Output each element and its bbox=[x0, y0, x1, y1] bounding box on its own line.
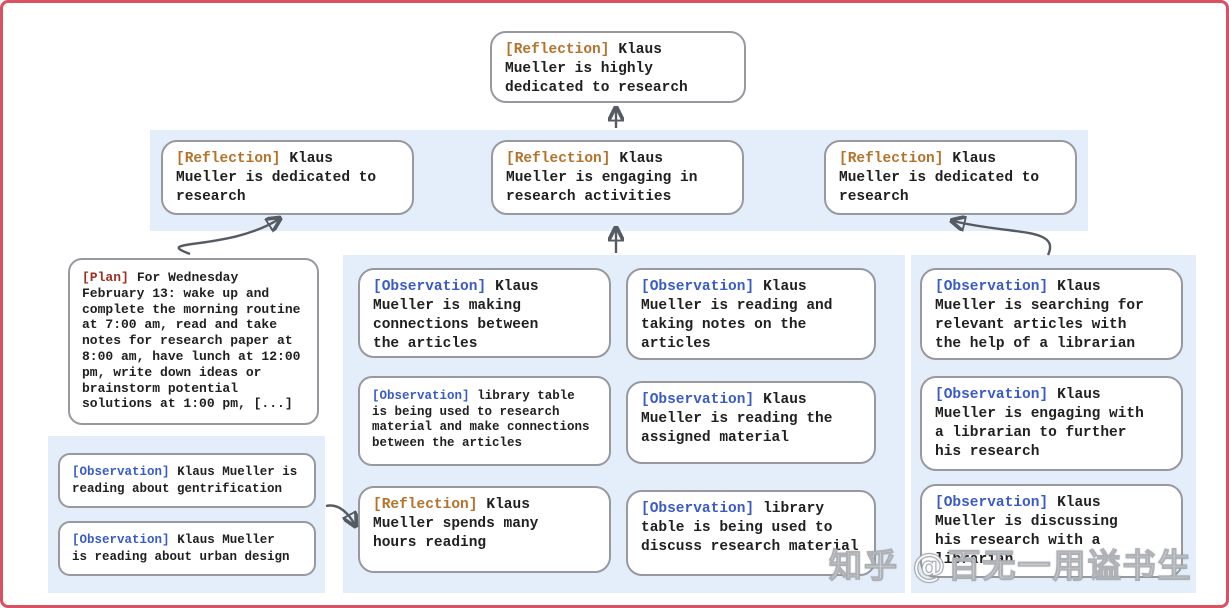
node-text: Klaus Mueller is highly dedicated to res… bbox=[505, 42, 688, 96]
node-reflection-right: [Reflection]Klaus Mueller is dedicated t… bbox=[824, 140, 1077, 215]
reflection-label: [Reflection] bbox=[373, 497, 478, 513]
node-observation-library-table-research: [Observation]library table is being used… bbox=[358, 376, 611, 466]
reflection-label: [Reflection] bbox=[839, 151, 944, 167]
reflection-label: [Reflection] bbox=[176, 151, 281, 167]
reflection-label: [Reflection] bbox=[506, 151, 611, 167]
node-root-reflection: [Reflection]Klaus Mueller is highly dedi… bbox=[490, 31, 746, 103]
observation-label: [Observation] bbox=[72, 465, 170, 479]
observation-label: [Observation] bbox=[372, 389, 470, 403]
observation-label: [Observation] bbox=[373, 279, 487, 295]
node-reflection-left: [Reflection]Klaus Mueller is dedicated t… bbox=[161, 140, 414, 215]
node-observation-searching-articles: [Observation]Klaus Mueller is searching … bbox=[920, 268, 1183, 360]
node-text: Klaus Mueller is engaging in research ac… bbox=[506, 151, 698, 205]
node-text: library table is being used to discuss r… bbox=[641, 501, 859, 555]
observation-label: [Observation] bbox=[641, 392, 755, 408]
node-text: Klaus Mueller is reading and taking note… bbox=[641, 279, 833, 352]
node-observation-gentrification: [Observation]Klaus Mueller is reading ab… bbox=[58, 453, 316, 508]
node-observation-connections: [Observation]Klaus Mueller is making con… bbox=[358, 268, 611, 358]
watermark: 知乎 @百无一用谥书生 bbox=[828, 545, 1193, 585]
node-observation-library-table-discuss: [Observation]library table is being used… bbox=[626, 490, 876, 576]
node-plan: [Plan]For Wednesday February 13: wake up… bbox=[68, 258, 319, 425]
observation-label: [Observation] bbox=[935, 495, 1049, 511]
node-text: library table is being used to research … bbox=[372, 389, 590, 450]
node-text: Klaus Mueller is reading the assigned ma… bbox=[641, 392, 833, 446]
observation-label: [Observation] bbox=[641, 279, 755, 295]
node-text: Klaus Mueller is discussing his research… bbox=[935, 495, 1118, 568]
node-reflection-hours-reading: [Reflection]Klaus Mueller spends many ho… bbox=[358, 486, 611, 573]
node-observation-urban-design: [Observation]Klaus Mueller is reading ab… bbox=[58, 521, 316, 576]
observation-label: [Observation] bbox=[72, 533, 170, 547]
node-text: Klaus Mueller is reading about urban des… bbox=[72, 533, 290, 564]
node-observation-engaging-librarian: [Observation]Klaus Mueller is engaging w… bbox=[920, 376, 1183, 471]
node-text: Klaus Mueller is searching for relevant … bbox=[935, 279, 1144, 352]
node-text: For Wednesday February 13: wake up and c… bbox=[82, 270, 301, 412]
node-observation-discussing-research: [Observation]Klaus Mueller is discussing… bbox=[920, 484, 1183, 578]
node-text: Klaus Mueller is engaging with a librari… bbox=[935, 387, 1144, 460]
observation-label: [Observation] bbox=[935, 387, 1049, 403]
node-text: Klaus Mueller is making connections betw… bbox=[373, 279, 539, 352]
node-text: Klaus Mueller is dedicated to research bbox=[176, 151, 377, 205]
plan-label: [Plan] bbox=[82, 270, 129, 285]
node-text: Klaus Mueller is reading about gentrific… bbox=[72, 465, 298, 496]
node-text: Klaus Mueller is dedicated to research bbox=[839, 151, 1040, 205]
observation-label: [Observation] bbox=[641, 501, 755, 517]
node-observation-assigned-material: [Observation]Klaus Mueller is reading th… bbox=[626, 381, 876, 464]
observation-label: [Observation] bbox=[935, 279, 1049, 295]
node-observation-taking-notes: [Observation]Klaus Mueller is reading an… bbox=[626, 268, 876, 360]
node-reflection-middle: [Reflection]Klaus Mueller is engaging in… bbox=[491, 140, 744, 215]
reflection-label: [Reflection] bbox=[505, 42, 610, 58]
node-text: Klaus Mueller spends many hours reading bbox=[373, 497, 539, 551]
